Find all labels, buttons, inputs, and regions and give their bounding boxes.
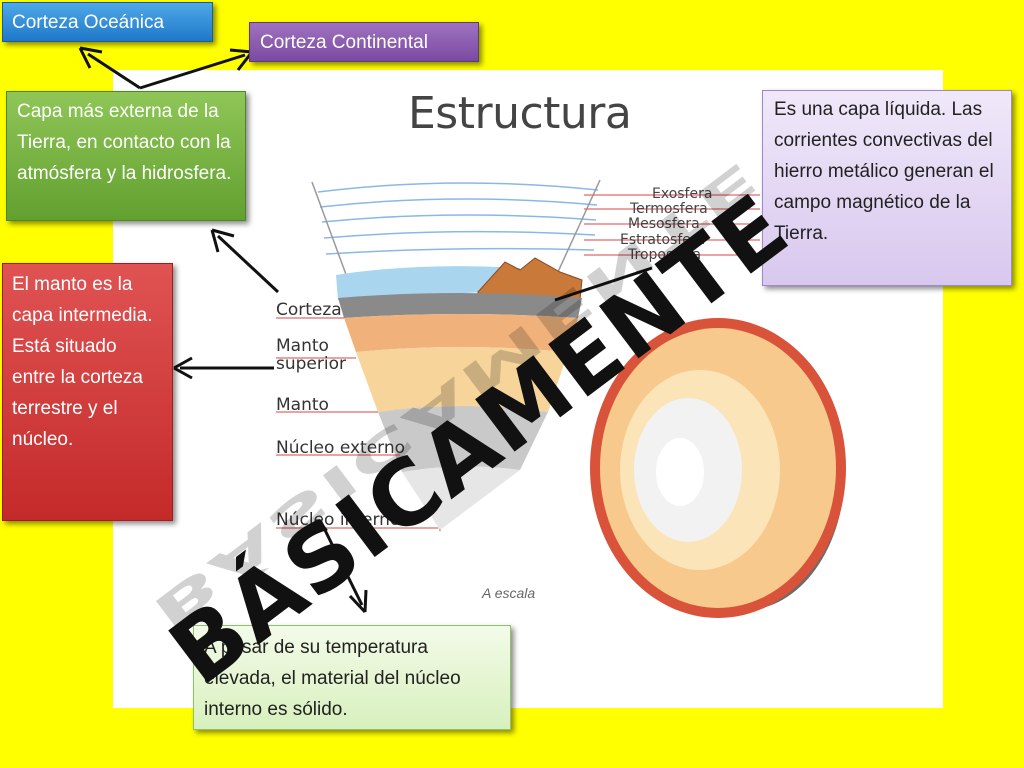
callout-continental-crust: Corteza Continental (249, 22, 479, 62)
callout-oceanic-crust: Corteza Oceánica (2, 2, 213, 42)
upper-mantle-layer (344, 314, 578, 352)
arrow-oceanic (87, 52, 141, 90)
label-manto: Manto (276, 395, 329, 415)
callout-mantle: El manto es la capa intermedia. Está sit… (2, 263, 173, 521)
arrow-crust (216, 234, 280, 294)
earth-cross-section (590, 318, 846, 618)
mantle-layer (356, 347, 568, 412)
inner-core-layer (402, 466, 520, 530)
atmosphere-lines (317, 182, 599, 255)
label-mesosfera: Mesosfera (628, 216, 700, 232)
arrow-continental (139, 53, 246, 90)
ocean-layer (336, 266, 520, 300)
callout-crust: Capa más externa de la Tierra, en contac… (6, 91, 246, 221)
label-exosfera: Exosfera (652, 186, 713, 202)
label-nucleo-interno: Núcleo interno (276, 510, 401, 530)
callout-inner-core: A pesar de su temperatura elevada, el ma… (193, 625, 511, 730)
outer-core-layer (378, 406, 548, 472)
label-nucleo-externo: Núcleo externo (276, 438, 406, 458)
label-manto-superior: Manto superior (276, 336, 346, 374)
callout-outer-core: Es una capa líquida. Las corrientes conv… (762, 90, 1012, 286)
callout-arrows (78, 46, 653, 614)
arrow-inner-core (318, 519, 364, 606)
label-estratosfera: Estratosfera (620, 232, 706, 248)
scale-note: A escala (482, 585, 536, 601)
diagram-title: Estructura (408, 88, 632, 139)
arrow-outer-core (554, 266, 653, 302)
label-corteza: Corteza (276, 300, 342, 320)
crust-layer (338, 293, 582, 318)
layer-leader-lines (276, 317, 438, 529)
atmosphere-leader-lines (584, 194, 760, 256)
label-troposfera: Troposfera (628, 247, 702, 263)
label-termosfera: Termosfera (630, 201, 708, 217)
